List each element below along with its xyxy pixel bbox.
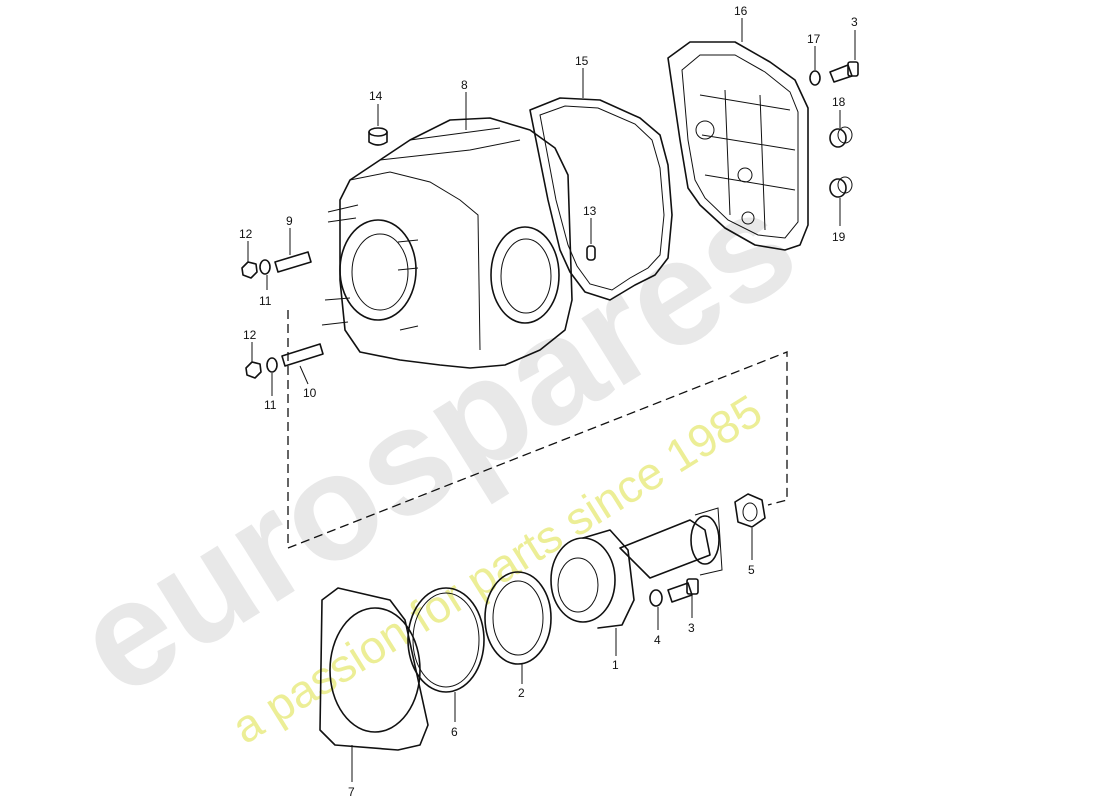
callout-18: 18	[832, 95, 846, 109]
callout-labels: 8 14 15 13 16 17 3 18 19 9 12 11 12 11 1…	[239, 4, 858, 799]
part-8-housing	[321, 117, 573, 369]
pinion-gear	[619, 507, 723, 579]
callout-19: 19	[832, 230, 846, 244]
callout-15: 15	[575, 54, 589, 68]
part-2-shim	[484, 571, 552, 665]
callout-2: 2	[518, 686, 525, 700]
part-3-bolt-lower	[667, 578, 699, 603]
part-14-plug	[368, 127, 388, 146]
callout-12-upper: 12	[239, 227, 253, 241]
callout-14: 14	[369, 89, 383, 103]
callout-11-lower: 11	[264, 398, 277, 412]
callout-13: 13	[583, 204, 597, 218]
part-15-gasket	[529, 97, 673, 301]
assembly-dashed-frame	[287, 310, 788, 549]
callout-3-top: 3	[851, 15, 858, 29]
part-11-washer-lower	[266, 357, 278, 373]
part-1-bearing-carrier	[550, 529, 635, 629]
part-12-nut-lower	[245, 361, 262, 379]
callout-9: 9	[286, 214, 293, 228]
part-11-washer-upper	[259, 259, 271, 275]
part-4-washer	[649, 589, 663, 607]
callout-3-lower: 3	[688, 621, 695, 635]
part-19-bushing	[829, 176, 853, 198]
callout-10: 10	[303, 386, 317, 400]
callout-8: 8	[461, 78, 468, 92]
part-5-nut	[734, 493, 766, 528]
leader-lines	[247, 18, 856, 782]
callout-12-lower: 12	[243, 328, 257, 342]
part-17-washer	[809, 70, 821, 86]
part-10-stud	[281, 343, 324, 367]
callout-16: 16	[734, 4, 748, 18]
callout-4: 4	[654, 633, 661, 647]
part-6-o-ring	[407, 587, 485, 693]
callout-5: 5	[748, 563, 755, 577]
part-13-dowel-pin	[586, 245, 596, 261]
callout-7: 7	[348, 785, 355, 799]
watermark: eurospares a passion for parts since 198…	[48, 156, 823, 753]
part-18-bushing	[829, 126, 853, 148]
callout-17: 17	[807, 32, 821, 46]
callout-1: 1	[612, 658, 619, 672]
part-16-cover-plate	[667, 41, 809, 251]
callout-11-upper: 11	[259, 294, 272, 308]
part-3-bolt-top	[829, 61, 859, 83]
part-9-stud	[274, 251, 312, 273]
callout-6: 6	[451, 725, 458, 739]
part-12-nut-upper	[241, 261, 258, 279]
